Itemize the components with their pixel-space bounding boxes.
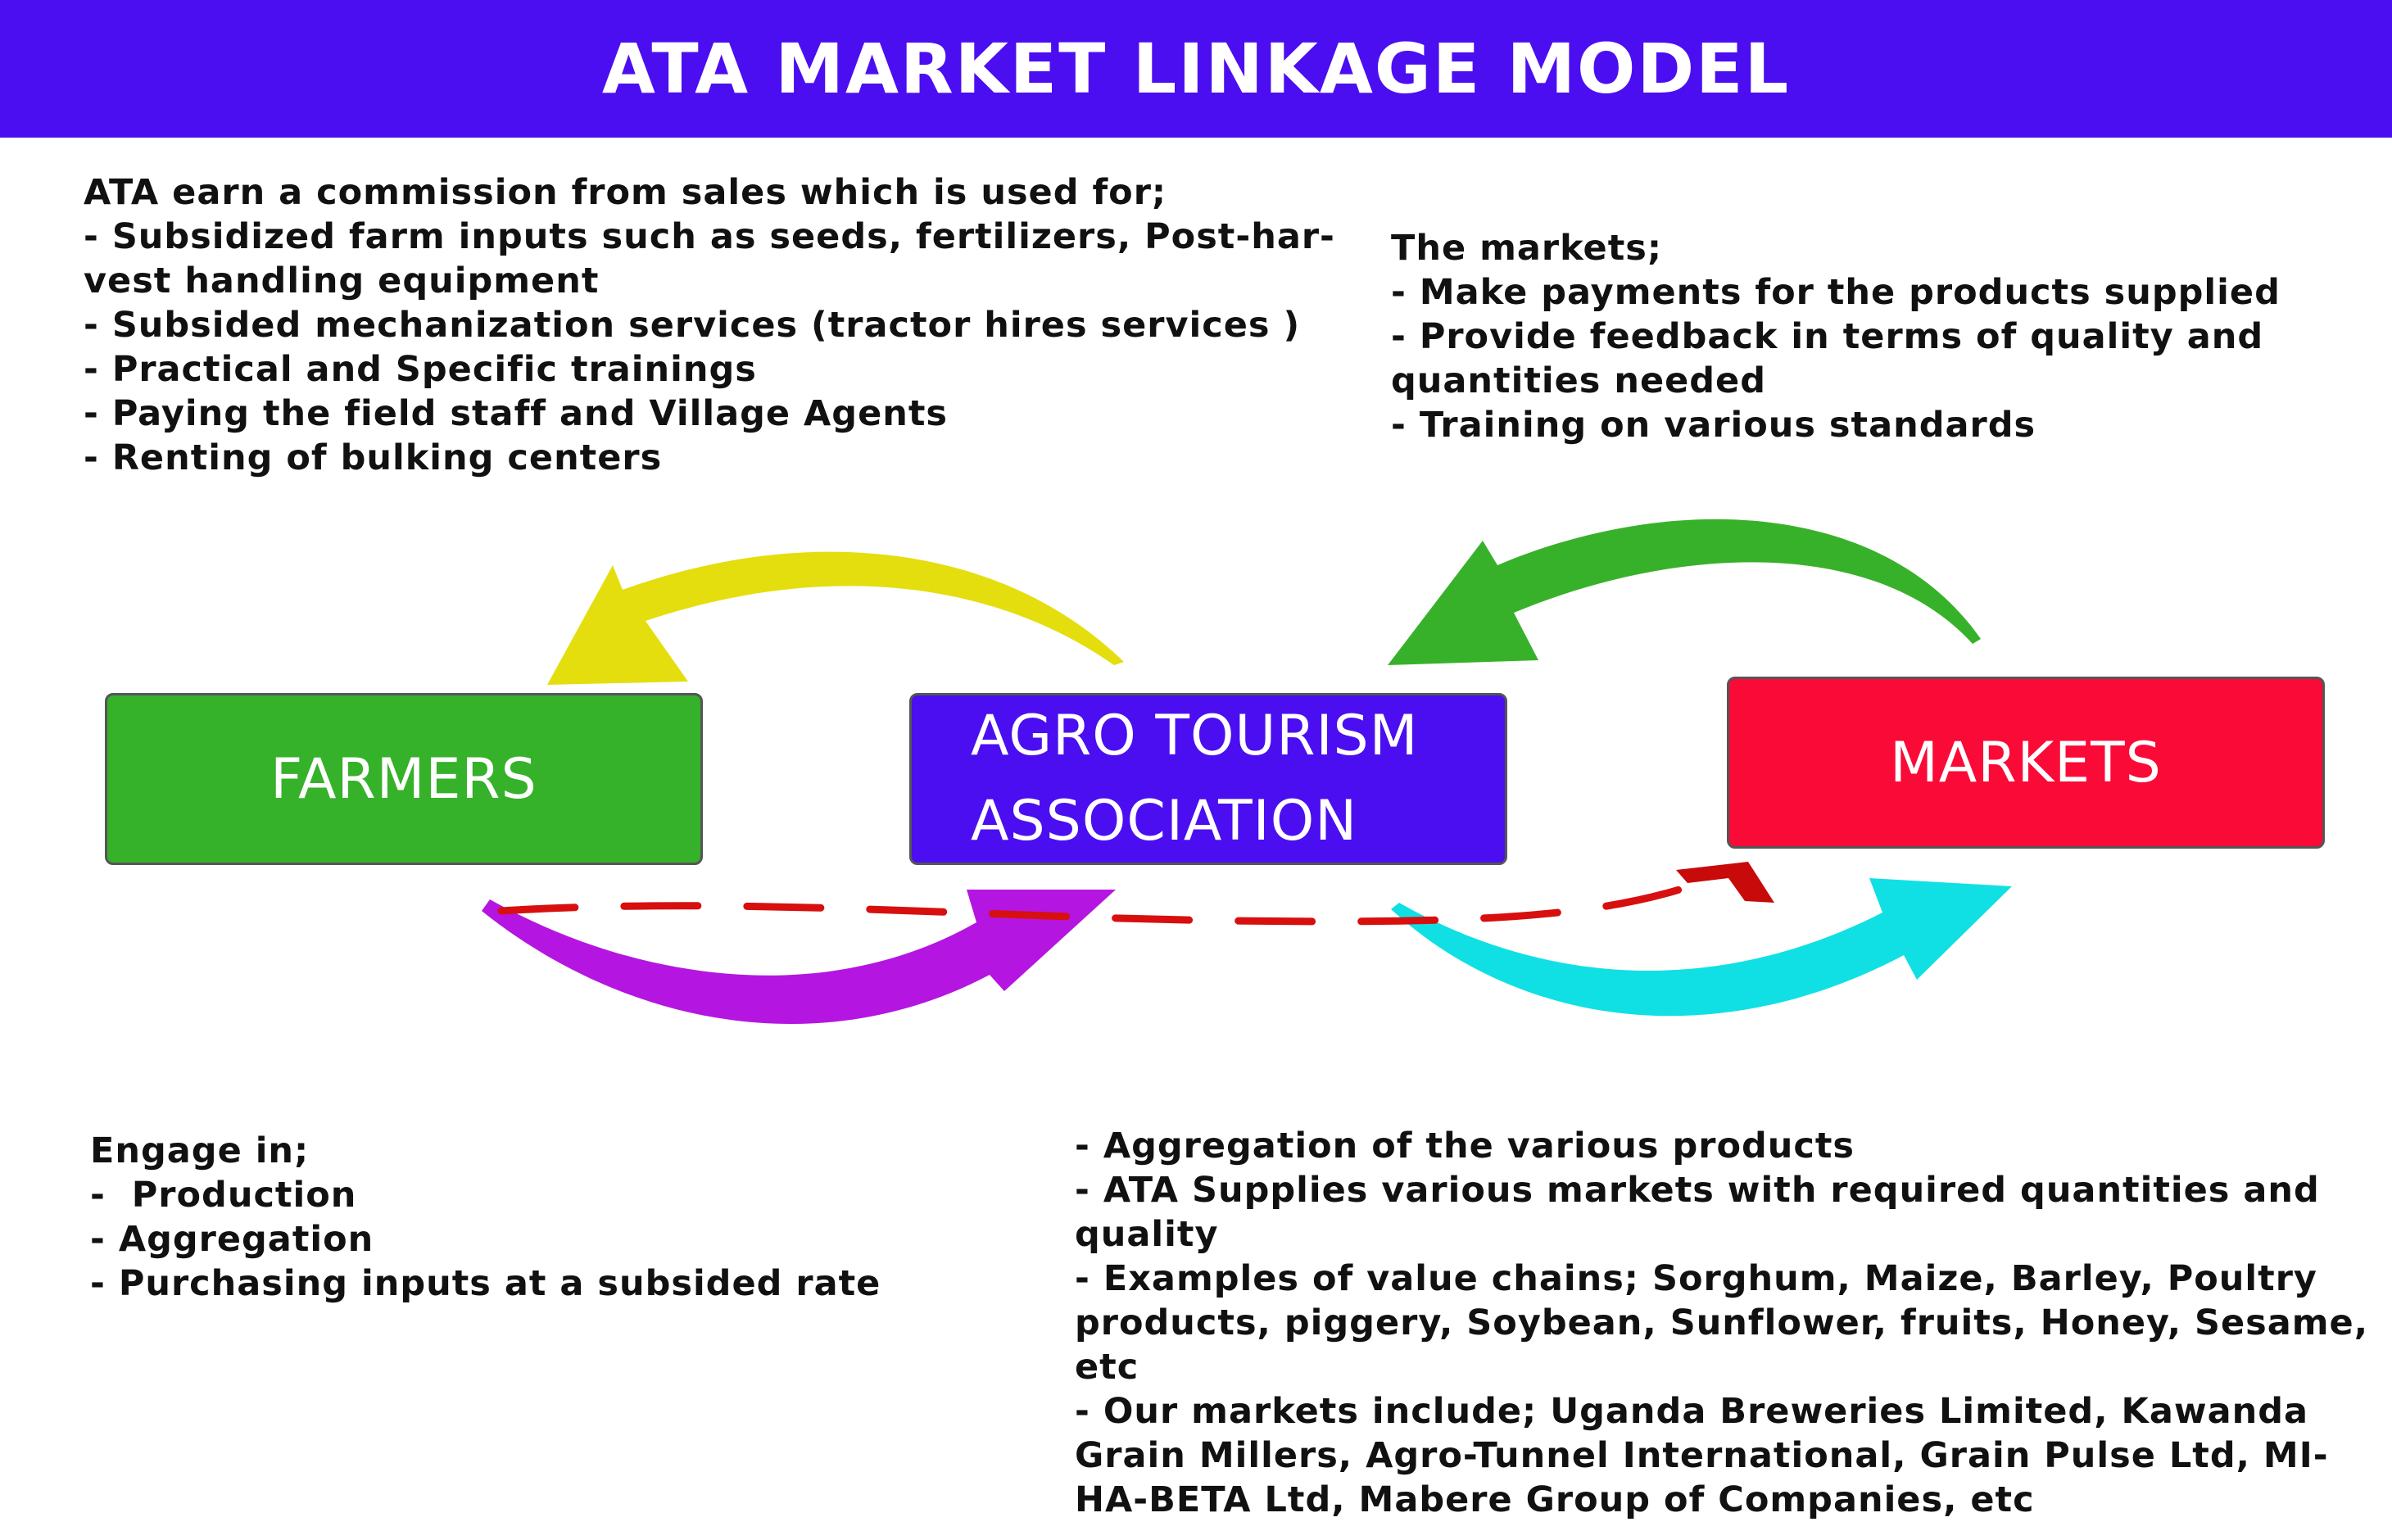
farmers-node: FARMERS — [105, 693, 703, 865]
page-title: ATA MARKET LINKAGE MODEL — [601, 29, 1791, 109]
ata-node: AGRO TOURISM ASSOCIATION — [909, 693, 1507, 865]
markets-note-line: The markets; — [1391, 228, 1663, 269]
markets-note-line: - Provide feedback in terms of quality a… — [1391, 316, 2264, 357]
ata-note-line: vest handling equipment — [84, 260, 600, 301]
markets-role-note: The markets; - Make payments for the pro… — [1391, 226, 2281, 447]
activities-note-line: - Our markets include; Uganda Breweries … — [1075, 1391, 2308, 1432]
ata-note-line: - Practical and Specific trainings — [84, 349, 757, 390]
farmers-role-note: Engage in; - Production - Aggregation - … — [90, 1129, 881, 1306]
ata-note-line: - Subsided mechanization services (tract… — [84, 305, 1301, 346]
ata-activities-note: - Aggregation of the various products - … — [1075, 1124, 2368, 1522]
yellow-arrow — [547, 551, 1124, 685]
farmers-label: FARMERS — [270, 746, 537, 812]
farmers-note-line: - Purchasing inputs at a subsided rate — [90, 1263, 881, 1304]
activities-note-line: - ATA Supplies various markets with requ… — [1075, 1170, 2320, 1211]
farmers-note-line: - Production — [90, 1175, 357, 1216]
activities-note-line: quality — [1075, 1214, 1219, 1255]
activities-note-line: etc — [1075, 1347, 1139, 1388]
green-arrow — [1388, 519, 1981, 665]
ata-note-line: ATA earn a commission from sales which i… — [84, 172, 1167, 213]
activities-note-line: products, piggery, Soybean, Sunflower, f… — [1075, 1302, 2369, 1343]
ata-commission-note: ATA earn a commission from sales which i… — [84, 170, 1335, 480]
red-arrowhead — [1676, 862, 1774, 903]
activities-note-line: HA-BETA Ltd, Mabere Group of Companies, … — [1075, 1479, 2035, 1520]
markets-node: MARKETS — [1727, 677, 2325, 849]
ata-label-line2: ASSOCIATION — [971, 789, 1358, 854]
activities-note-line: Grain Millers, Agro-Tunnel International… — [1075, 1435, 2329, 1476]
ata-note-line: - Renting of bulking centers — [84, 437, 663, 478]
markets-label: MARKETS — [1890, 730, 2162, 795]
farmers-note-line: Engage in; — [90, 1130, 310, 1171]
title-banner: ATA MARKET LINKAGE MODEL — [0, 0, 2392, 138]
ata-label-line1: AGRO TOURISM — [971, 704, 1419, 768]
farmers-note-line: - Aggregation — [90, 1219, 374, 1260]
cyan-arrow — [1391, 878, 2012, 1017]
ata-note-line: - Subsidized farm inputs such as seeds, … — [84, 216, 1335, 257]
purple-arrow — [482, 890, 1116, 1025]
ata-note-line: - Paying the field staff and Village Age… — [84, 393, 948, 434]
markets-note-line: quantities needed — [1391, 360, 1767, 401]
red-dashed-line — [497, 877, 1708, 926]
activities-note-line: - Examples of value chains; Sorghum, Mai… — [1075, 1258, 2317, 1299]
markets-note-line: - Training on various standards — [1391, 405, 2036, 446]
markets-note-line: - Make payments for the products supplie… — [1391, 272, 2281, 313]
activities-note-line: - Aggregation of the various products — [1075, 1126, 1855, 1166]
